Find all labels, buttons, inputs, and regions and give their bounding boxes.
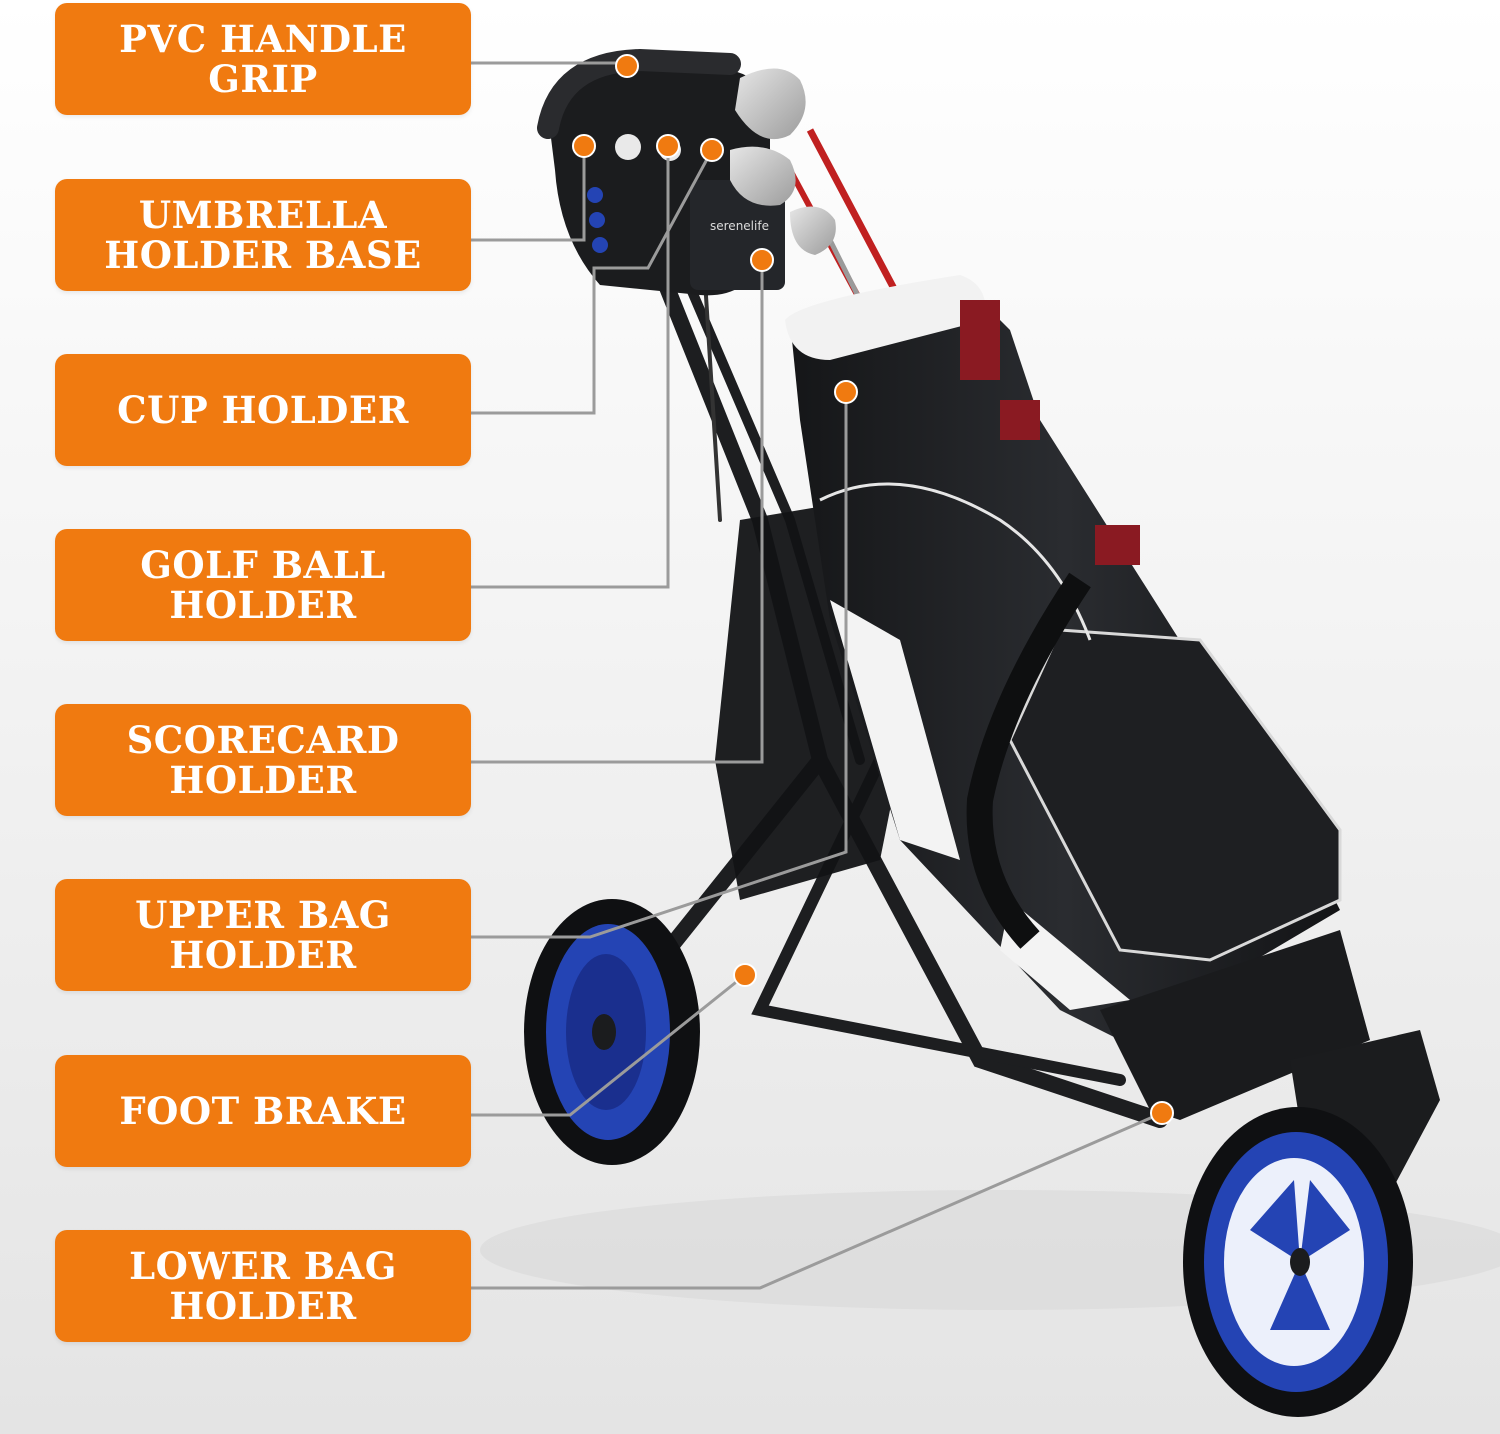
marker-dot-scorecard-holder [750, 248, 774, 272]
bag-collar [785, 275, 986, 360]
callout-label-line-2: GRIP [208, 57, 318, 101]
leader-line-upper-bag-holder [471, 392, 848, 939]
bag-strap [966, 572, 1091, 949]
leader-line-scorecard-holder [471, 260, 764, 764]
callout-label-line-1: SCORECARD [126, 718, 400, 762]
callout-label-line-2: HOLDER [169, 933, 357, 977]
callout-label-line-1: FOOT BRAKE [119, 1089, 407, 1133]
marker-dot-umbrella-holder-base [572, 134, 596, 158]
marker-dot-golf-ball-holder [656, 134, 680, 158]
leader-line-umbrella-holder-base [471, 148, 586, 242]
callout-label-line-1: PVC HANDLE [119, 17, 407, 61]
leader-line-golf-ball-holder [471, 148, 670, 589]
callout-label-line-2: HOLDER [169, 758, 357, 802]
red-strap-top [960, 300, 1000, 380]
driver-head [735, 68, 806, 140]
brand-logo: serenelife [710, 219, 769, 233]
leader-line-lower-bag-holder [471, 1111, 1163, 1290]
marker-dot-lower-bag-holder [1150, 1101, 1174, 1125]
callout-lower-bag-holder: LOWER BAG HOLDER [55, 1230, 471, 1342]
callout-scorecard-holder: SCORECARD HOLDER [55, 704, 471, 816]
callout-umbrella-holder-base: UMBRELLA HOLDER BASE [55, 179, 471, 291]
callout-label-line-2: HOLDER [169, 583, 357, 627]
front-wheel-icon [1183, 1107, 1413, 1417]
bag-pocket [1008, 628, 1342, 962]
callout-label-line-1: CUP HOLDER [117, 388, 409, 432]
marker-dot-pvc-handle-grip [615, 54, 639, 78]
callout-cup-holder: CUP HOLDER [55, 354, 471, 466]
golf-bag-image [785, 275, 1342, 1040]
hybrid-head [790, 206, 836, 255]
callout-label-line-1: LOWER BAG [129, 1244, 397, 1288]
marker-dots [572, 54, 1174, 1125]
wood-head [730, 146, 796, 206]
callout-label-line-1: UPPER BAG [135, 893, 391, 937]
marker-dot-upper-bag-holder [834, 380, 858, 404]
marker-dot-foot-brake [733, 963, 757, 987]
callout-golf-ball-holder: GOLF BALL HOLDER [55, 529, 471, 641]
leader-line-foot-brake [471, 973, 746, 1117]
callout-label-line-1: UMBRELLA [138, 193, 388, 237]
callout-upper-bag-holder: UPPER BAG HOLDER [55, 879, 471, 991]
callout-foot-brake: FOOT BRAKE [55, 1055, 471, 1167]
golf-clubs [730, 68, 904, 302]
callout-label-line-2: HOLDER BASE [104, 233, 422, 277]
leader-lines [471, 61, 1163, 1290]
red-strap-mid [1095, 525, 1140, 565]
callout-label-line-1: GOLF BALL [140, 543, 386, 587]
callout-label-line-2: HOLDER [169, 1284, 357, 1328]
lower-bag-holder-part [1100, 930, 1370, 1120]
marker-dot-cup-holder [700, 138, 724, 162]
callout-pvc-handle-grip: PVC HANDLE GRIP [55, 3, 471, 115]
